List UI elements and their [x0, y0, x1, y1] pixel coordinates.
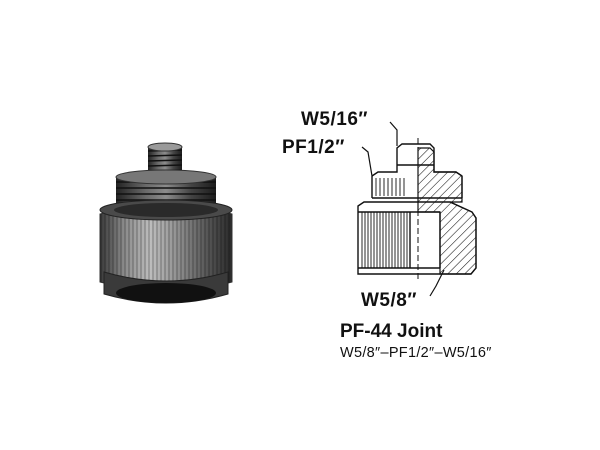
hatched-section	[417, 147, 477, 275]
leader-lines	[361, 121, 445, 297]
caption-subtitle: W5/8″–PF1/2″–W5/16″	[340, 345, 492, 361]
photo-knurled-body	[99, 199, 233, 304]
internal-thread	[361, 212, 408, 268]
label-w5-16: W5/16″	[301, 109, 369, 130]
caption-title: PF-44 Joint	[340, 321, 443, 342]
label-pf1-2: PF1/2″	[282, 137, 345, 158]
leader-w58	[429, 269, 445, 297]
leader-pf12	[361, 146, 373, 177]
middle-thread	[375, 178, 405, 196]
label-w5-8: W5/8″	[361, 290, 417, 311]
top-pin-outline	[396, 143, 435, 165]
leader-w516	[389, 121, 398, 146]
